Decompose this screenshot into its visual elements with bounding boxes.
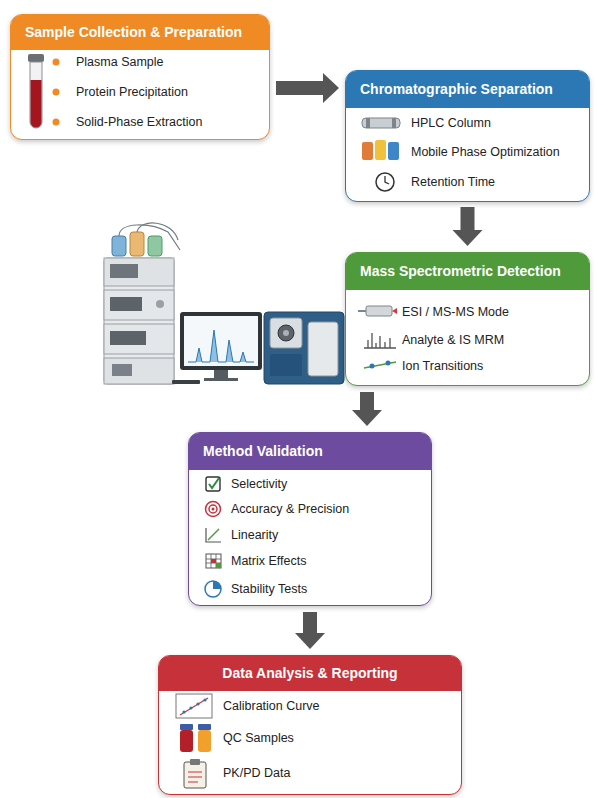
- process-box: Chromatographic SeparationHPLC ColumnMob…: [345, 70, 590, 202]
- step-item: Stability Tests: [231, 581, 307, 597]
- section-heading: Mass Spectrometric Detection: [346, 253, 589, 290]
- step-item: Calibration Curve: [223, 698, 320, 714]
- section-heading: Sample Collection & Preparation: [11, 15, 269, 50]
- step-item: Analyte & IS MRM: [402, 332, 504, 348]
- flow-arrow: [352, 392, 382, 426]
- flow-arrow: [453, 207, 483, 246]
- step-item: Retention Time: [411, 174, 495, 190]
- hplc-stack: [104, 223, 180, 384]
- step-item: Accuracy & Precision: [231, 501, 349, 517]
- process-box: Mass Spectrometric DetectionESI / MS-MS …: [345, 252, 590, 386]
- mass-spectrometer: [264, 312, 344, 384]
- process-box: Data Analysis & ReportingCalibration Cur…: [158, 655, 462, 795]
- step-item: Plasma Sample: [76, 54, 164, 70]
- step-item: QC Samples: [223, 730, 294, 746]
- step-item: Mobile Phase Optimization: [411, 144, 560, 160]
- process-box: Sample Collection & PreparationPlasma Sa…: [10, 14, 270, 140]
- step-item: ESI / MS-MS Mode: [402, 304, 509, 320]
- flow-arrow: [295, 612, 325, 649]
- step-item: Protein Precipitation: [76, 84, 188, 100]
- process-box: Method ValidationSelectivityAccuracy & P…: [188, 432, 432, 606]
- step-item: Linearity: [231, 527, 278, 543]
- step-item: HPLC Column: [411, 115, 491, 131]
- step-item: Solid-Phase Extraction: [76, 114, 202, 130]
- section-heading: Chromatographic Separation: [346, 71, 589, 108]
- section-heading: Data Analysis & Reporting: [159, 656, 461, 691]
- section-heading: Method Validation: [189, 433, 431, 470]
- step-item: Matrix Effects: [231, 553, 306, 569]
- step-item: PK/PD Data: [223, 765, 290, 781]
- step-item: Selectivity: [231, 476, 287, 492]
- flow-arrow: [276, 73, 339, 103]
- computer-monitor: [172, 312, 262, 384]
- step-item: Ion Transitions: [402, 358, 483, 374]
